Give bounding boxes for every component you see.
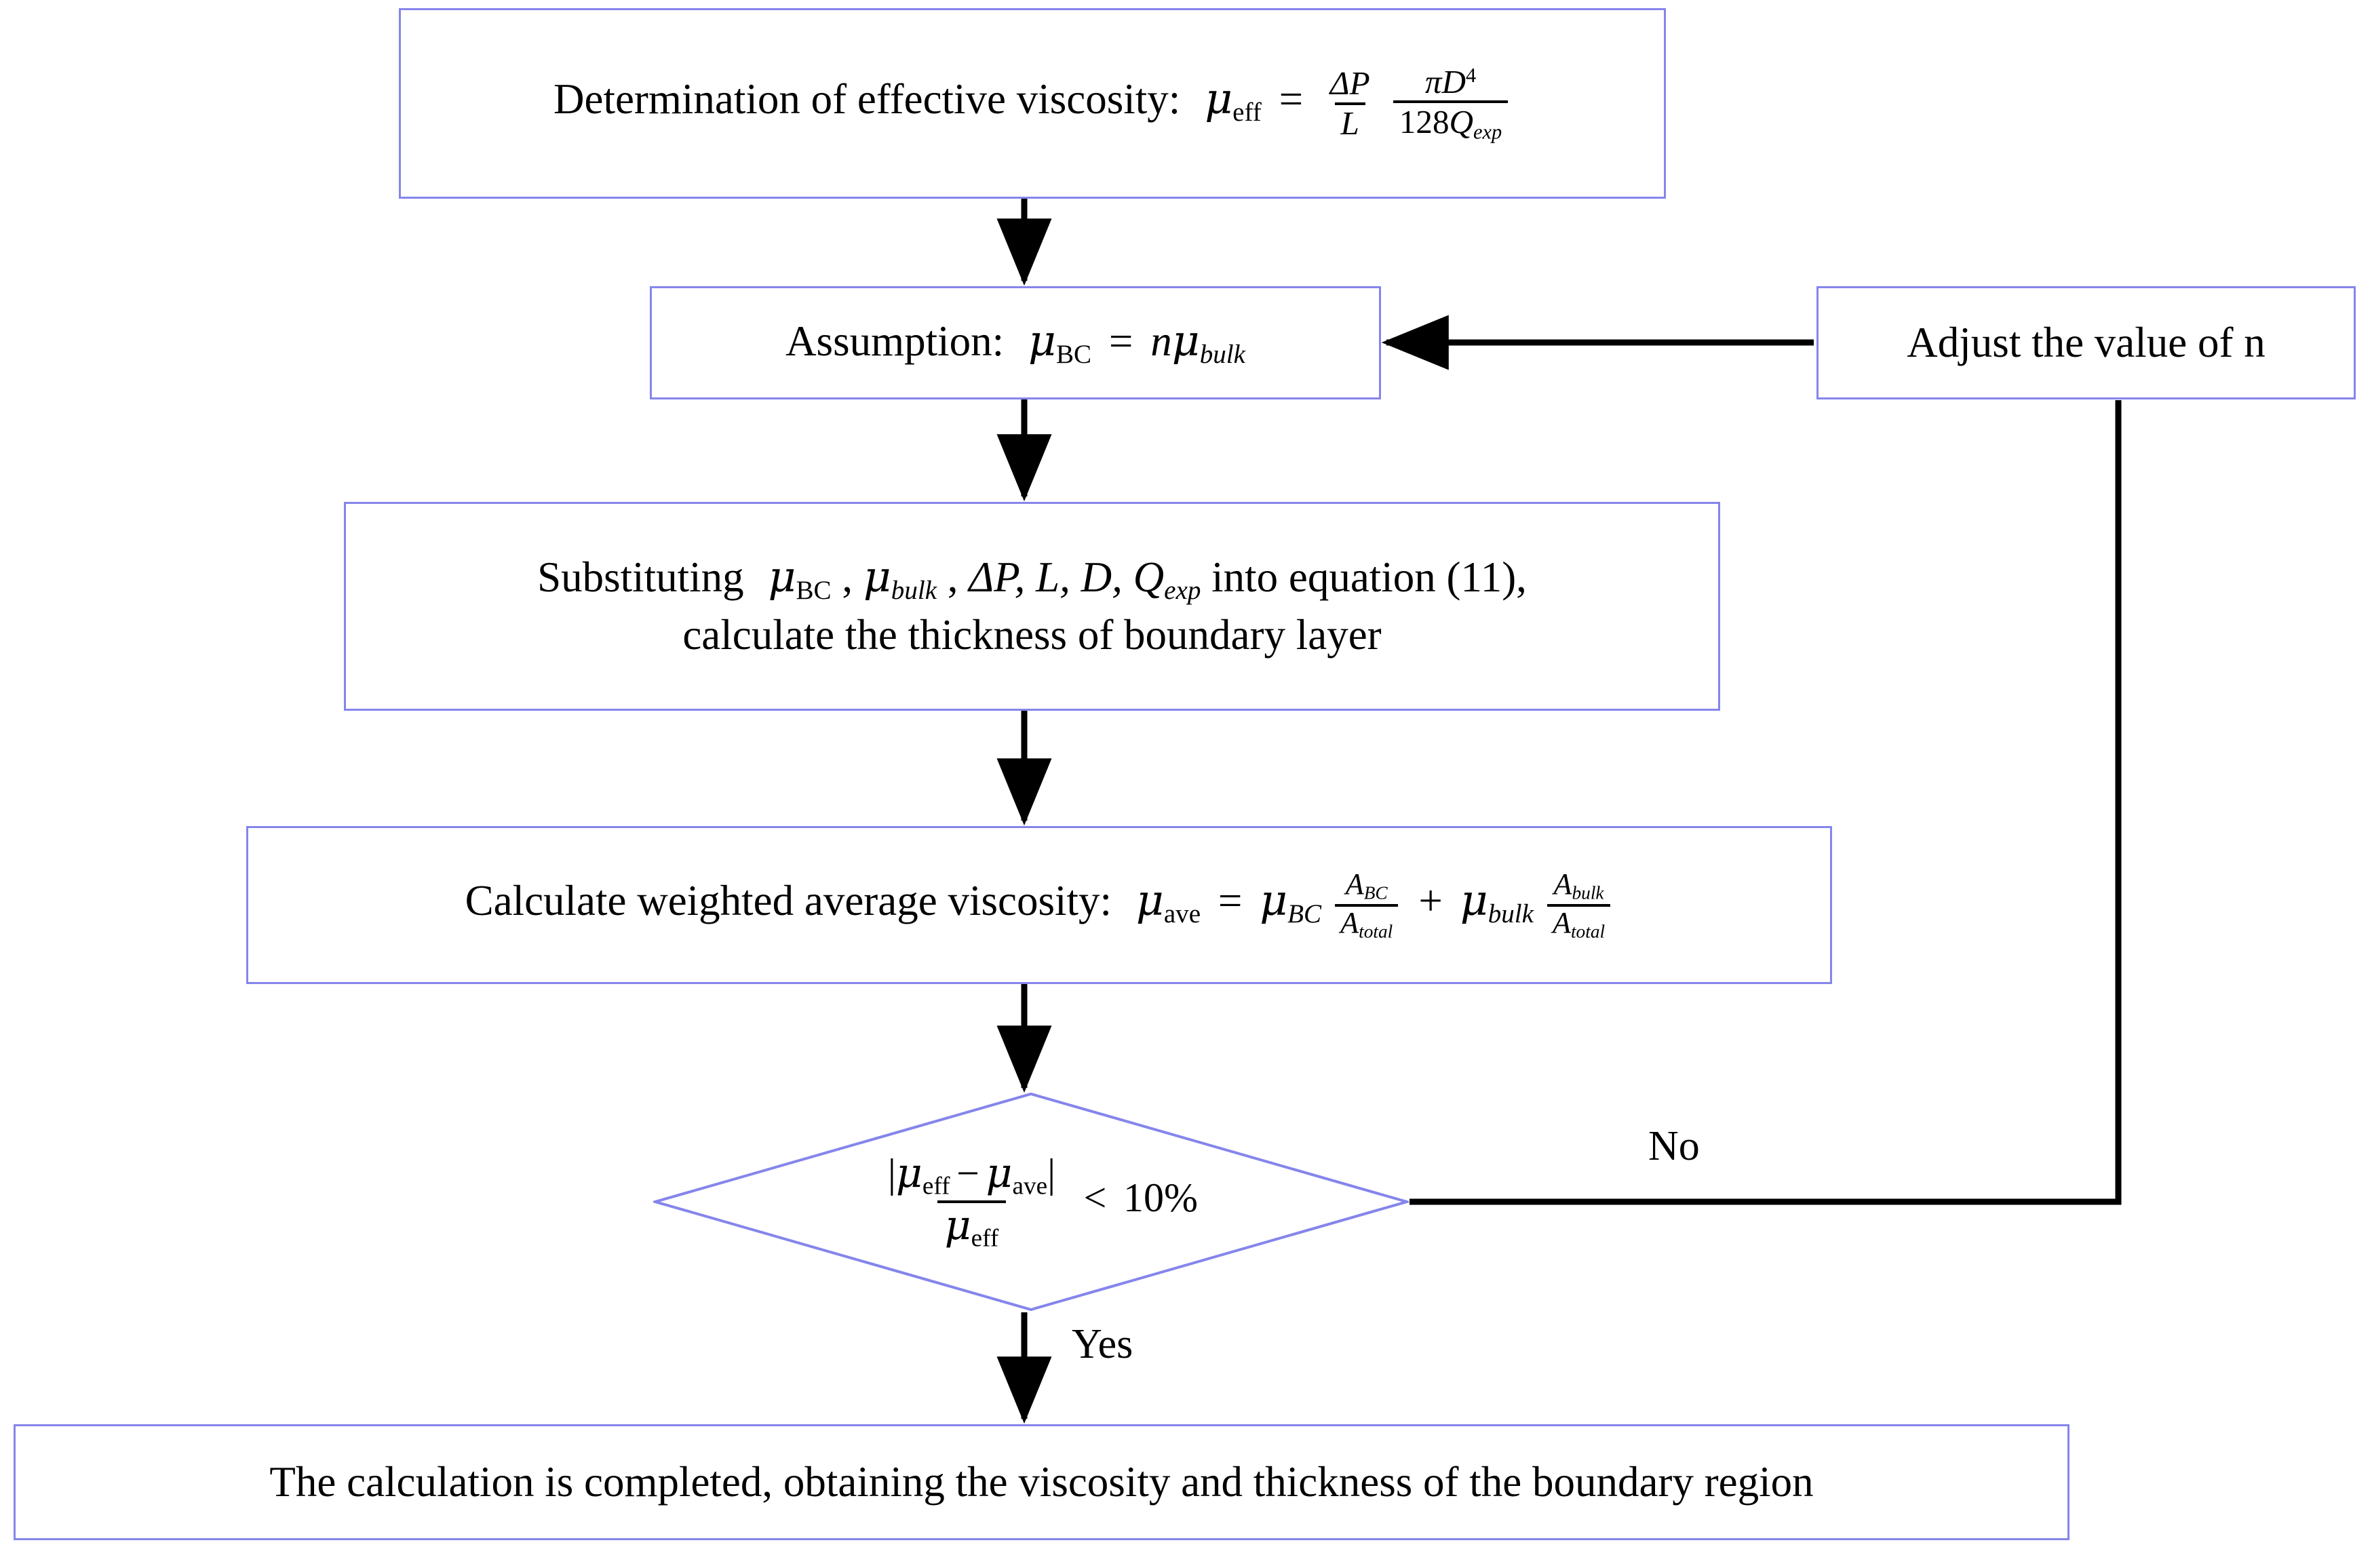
node-adjust-n-label: Adjust the value of n xyxy=(1907,318,2266,366)
node-substituting-line1: Substituting μBC , μbulk , ΔP, L, D, Qex… xyxy=(537,551,1527,605)
node-assumption-label: Assumption: μBC = nμbulk xyxy=(785,316,1245,370)
node-convergence-check: |μeff−μave| μeff < 10% xyxy=(653,1092,1409,1312)
fraction-relative-error: |μeff−μave| μeff xyxy=(887,1149,1056,1253)
fraction-delta-p-over-l: ΔP L xyxy=(1329,64,1370,142)
node-substituting-line2: calculate the thickness of boundary laye… xyxy=(682,611,1382,659)
node-substituting-label: Substituting μBC , μbulk , ΔP, L, D, Qex… xyxy=(525,549,1539,664)
node-assumption: Assumption: μBC = nμbulk xyxy=(650,286,1381,399)
fraction-abc-over-atotal: ABC Atotal xyxy=(1335,868,1399,941)
edge-label-yes: Yes xyxy=(1072,1321,1133,1367)
node-substituting: Substituting μBC , μbulk , ΔP, L, D, Qex… xyxy=(344,502,1720,711)
edge-decision-to-adjust-n xyxy=(1409,400,2122,1205)
node-effective-viscosity-label: Determination of effective viscosity: μe… xyxy=(541,64,1523,142)
node-weighted-average-label: Calculate weighted average viscosity: μa… xyxy=(453,868,1626,941)
edge-label-no: No xyxy=(1648,1123,1700,1169)
fraction-pid4-over-128q: πD4 128Qexp xyxy=(1393,64,1509,142)
node-effective-viscosity: Determination of effective viscosity: μe… xyxy=(399,8,1666,199)
fraction-abulk-over-atotal: Abulk Atotal xyxy=(1547,868,1611,941)
diamond-shape xyxy=(653,1092,1409,1312)
node-convergence-check-label: |μeff−μave| μeff < 10% xyxy=(653,1092,1409,1312)
node-completion: The calculation is completed, obtaining … xyxy=(14,1424,2069,1540)
node-weighted-average: Calculate weighted average viscosity: μa… xyxy=(246,826,1832,984)
node-adjust-n: Adjust the value of n xyxy=(1816,286,2356,399)
node-completion-label: The calculation is completed, obtaining … xyxy=(269,1457,1814,1506)
